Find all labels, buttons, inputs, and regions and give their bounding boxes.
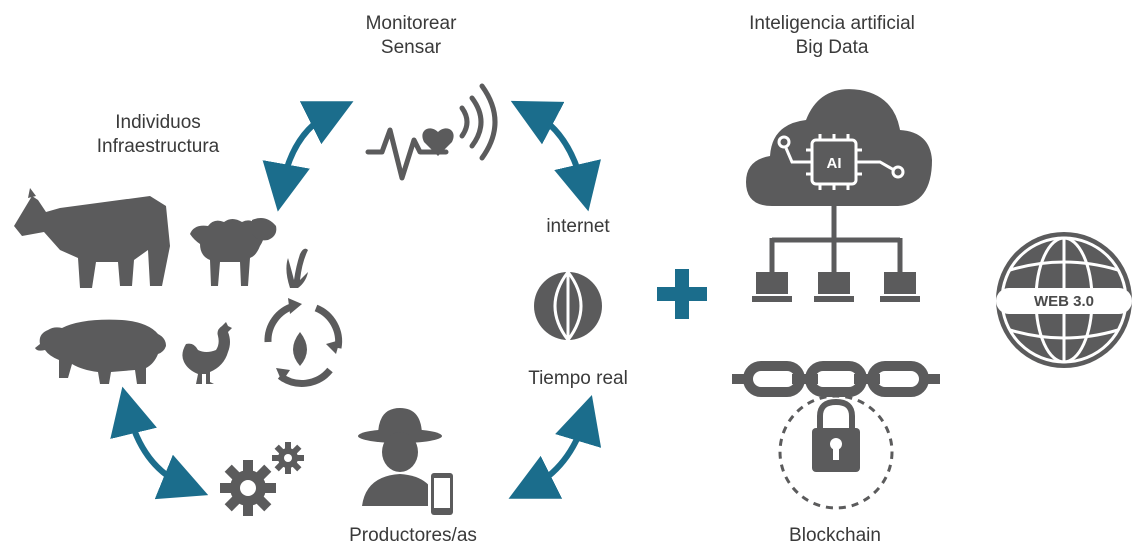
label-individuals-line1: Individuos xyxy=(115,112,201,133)
arrow-realtime-producers xyxy=(508,395,602,499)
label-internet: internet xyxy=(546,216,610,237)
arrow-gears-individuals xyxy=(110,386,209,500)
label-realtime: Tiempo real xyxy=(528,368,628,389)
ai-cloud-icon: AI xyxy=(746,89,932,206)
label-producers: Productores/as xyxy=(349,525,477,546)
globe-icon xyxy=(534,271,602,341)
arrow-individuals-monitor xyxy=(262,101,354,212)
label-blockchain: Blockchain xyxy=(789,525,881,546)
recycle-leaf-icon xyxy=(264,298,343,387)
arrow-monitor-internet xyxy=(510,100,601,212)
label-individuals-line2: Infraestructura xyxy=(97,136,220,157)
network-tree-icon xyxy=(752,206,920,302)
label-ai-line2: Big Data xyxy=(796,37,869,58)
cow-icon xyxy=(14,188,170,288)
chain-lock-icon xyxy=(732,361,940,510)
ai-chip-label: AI xyxy=(827,155,842,172)
sheep-icon xyxy=(190,218,277,286)
heartbeat-sensor-icon xyxy=(365,83,498,181)
label-monitor-line1: Monitorear xyxy=(366,13,457,34)
grass-icon xyxy=(286,248,308,288)
gears-icon xyxy=(220,442,304,516)
chicken-icon xyxy=(182,322,232,384)
web3-label: WEB 3.0 xyxy=(1034,293,1094,310)
cycle-arrows xyxy=(110,100,602,500)
pig-icon xyxy=(35,319,166,384)
farmer-phone-icon xyxy=(358,408,456,518)
label-monitor-line2: Sensar xyxy=(381,37,442,58)
label-ai-line1: Inteligencia artificial xyxy=(749,13,915,34)
web3-globe-icon: WEB 3.0 xyxy=(996,232,1132,368)
plus-icon xyxy=(657,269,707,319)
